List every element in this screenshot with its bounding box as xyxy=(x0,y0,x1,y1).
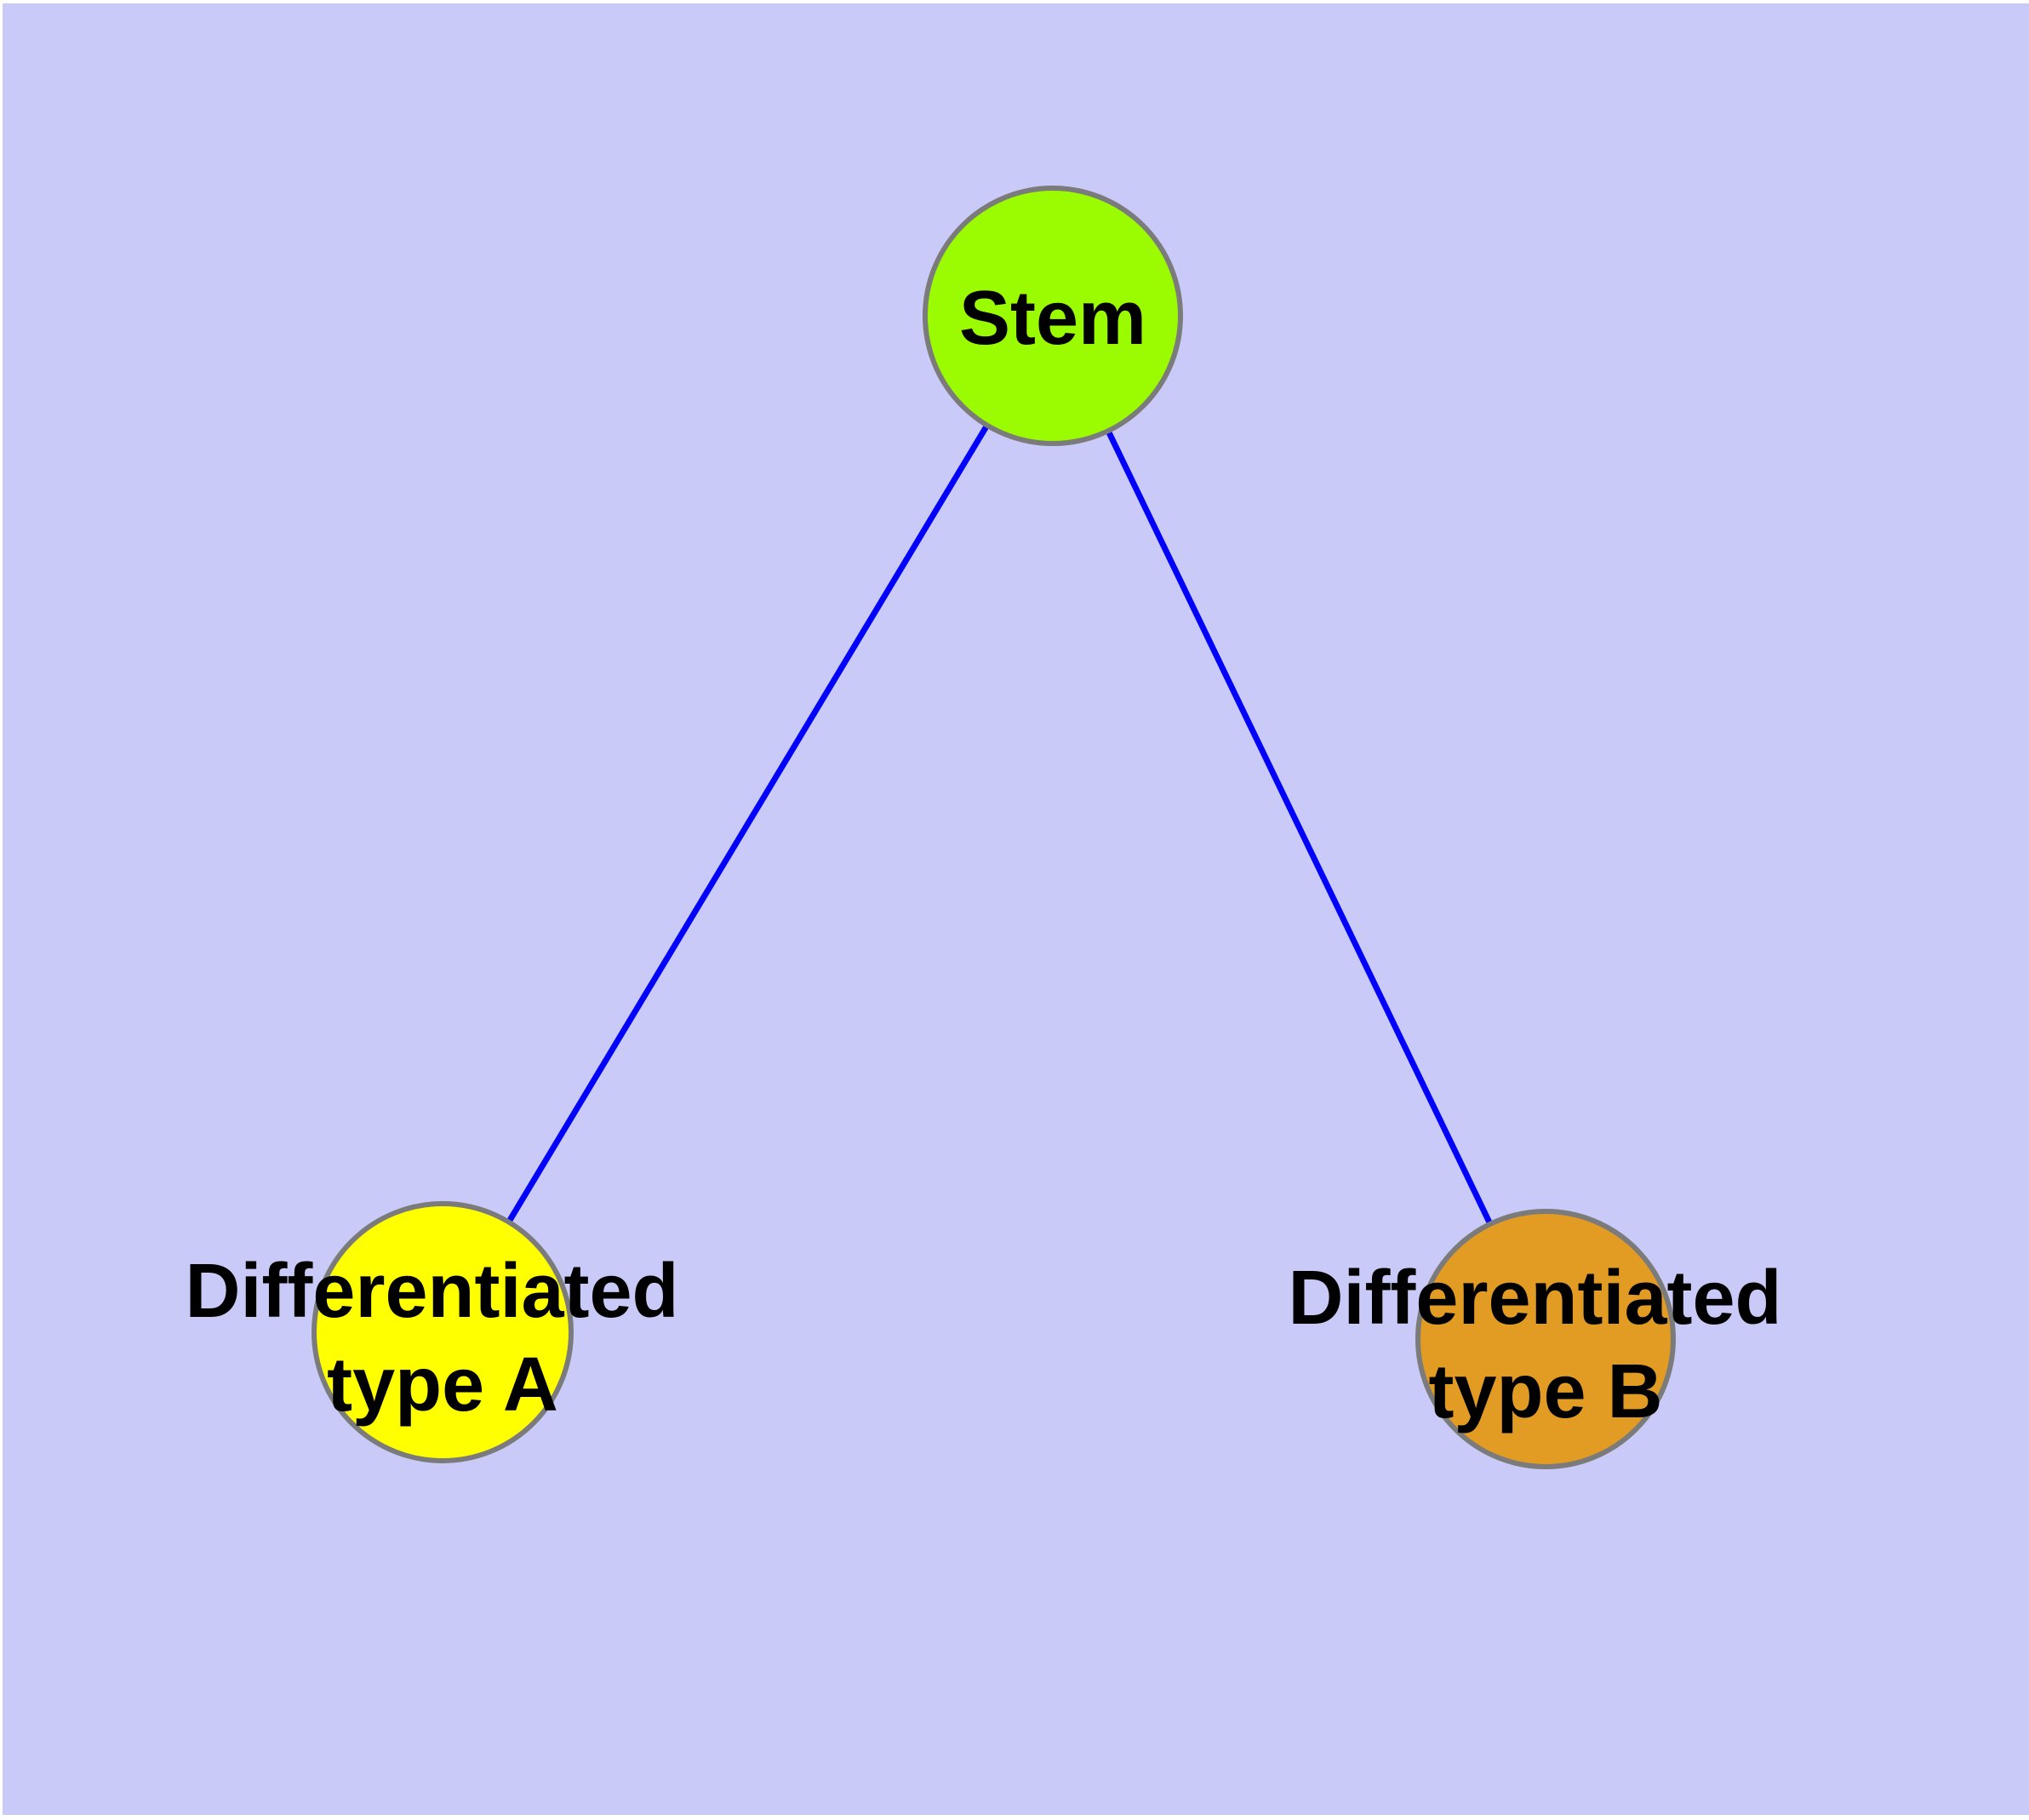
node-type-a-label-line2: type A xyxy=(327,1342,558,1428)
node-type-a xyxy=(311,1201,574,1463)
node-type-a-label-line1: Differentiated xyxy=(185,1249,678,1334)
edge-stem-to-type-b xyxy=(1049,314,1549,1341)
node-type-a-label: Differentiated type A xyxy=(185,1249,700,1428)
node-type-b-label-line1: Differentiated xyxy=(1288,1256,1781,1341)
node-stem-label: Stem xyxy=(959,276,1146,361)
node-type-b-label-line2: type B xyxy=(1428,1349,1662,1434)
node-type-b-label: Differentiated type B xyxy=(1288,1256,1803,1434)
node-stem xyxy=(923,186,1183,446)
edge-stem-to-type-a xyxy=(439,314,1056,1334)
node-type-b xyxy=(1415,1209,1676,1469)
